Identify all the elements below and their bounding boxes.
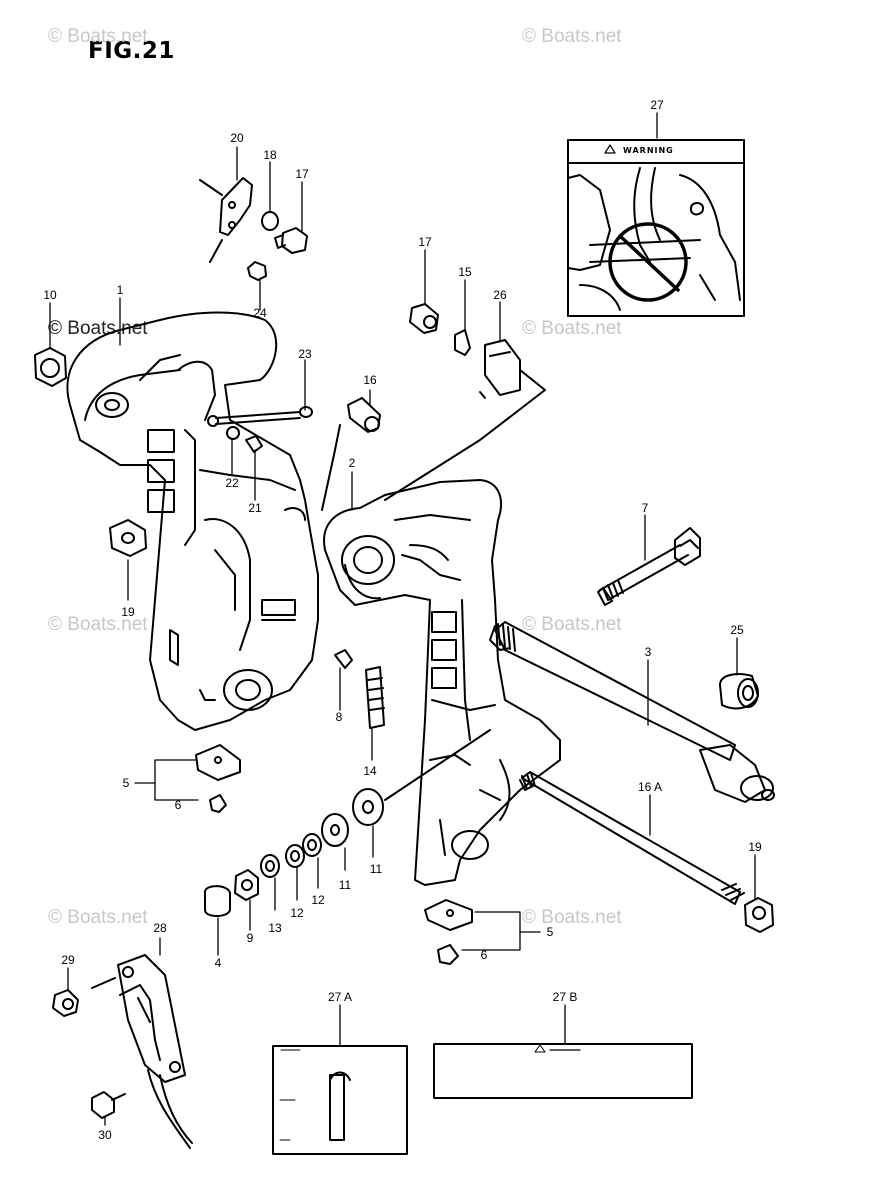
part-label: 1 [116,283,124,297]
part-label: 27 [650,98,664,112]
part-label: 11 [369,862,383,876]
part-label: 18 [263,148,277,162]
decal-27a [272,1045,408,1155]
figure-title: FIG.21 [88,38,175,64]
part-label: 26 [493,288,507,302]
bolt-30 [91,1091,126,1119]
part-label: 15 [458,265,472,279]
watermark: © Boats.net [522,26,622,47]
part-label: 7 [641,501,649,515]
part-label: 6 [174,798,182,812]
leader-lines [49,112,756,1126]
part-label: 20 [230,131,244,145]
watermark: © Boats.net [48,614,148,635]
part-label: 6 [480,948,488,962]
screw-6-right [437,944,459,965]
part-label: 8 [335,710,343,724]
part-label: 5 [546,925,554,939]
part-label: 16 A [637,780,663,794]
watermark: © Boats.net [522,614,622,635]
watermark: © Boats.net [522,907,622,928]
part-label: 5 [122,776,130,790]
part-label: 17 [295,167,309,181]
screw-6-left [209,794,227,813]
part-label: 30 [98,1128,112,1142]
watermark: © Boats.net [48,26,148,47]
part-label: 27 A [327,990,353,1004]
plate-26 [384,339,546,501]
screw-8 [334,649,353,669]
rod-16a [519,771,745,905]
decal-warning-text: WARNING [623,146,674,155]
clip-22 [226,426,240,440]
rod-23 [207,406,313,427]
screw-24 [247,261,267,281]
watermark: © Boats.net [48,318,148,339]
part-label: 27 B [552,990,578,1004]
part-label: 19 [748,840,762,854]
watermark: © Boats.net [522,318,622,339]
part-label: 9 [246,931,254,945]
clip-15 [454,329,471,356]
nut-10 [34,347,67,387]
decal-27b [433,1043,693,1099]
nut-19-left [109,519,147,557]
part-label: 2 [348,456,356,470]
part-label: 29 [61,953,75,967]
part-label: 22 [225,476,239,490]
part-label: 21 [248,501,262,515]
part-label: 14 [363,764,377,778]
bolt-7 [597,527,701,606]
washer-18 [261,211,279,231]
part-label: 13 [268,921,282,935]
plate-20 [199,177,253,263]
plate-5-right [424,899,473,931]
clamp-bracket-left [66,311,319,731]
decal-27 [567,139,745,317]
watermark: © Boats.net [48,907,148,928]
part-label: 19 [121,605,135,619]
washer-stack [204,729,491,917]
clamp-bracket-right [323,479,561,886]
part-label: 12 [290,906,304,920]
bolt-17-top [274,227,308,254]
guide-line [321,424,341,511]
part-label: 16 [363,373,377,387]
part-label: 3 [644,645,652,659]
part-label: 4 [214,956,222,970]
part-label: 23 [298,347,312,361]
tilt-tube [489,621,775,803]
part-label: 10 [43,288,57,302]
trim-sender-28 [91,954,193,1149]
plug-16 [347,397,381,433]
pin-21 [245,435,263,453]
part-label: 24 [253,306,267,320]
part-label: 11 [338,878,352,892]
nut-25 [719,673,759,710]
bolt-29 [52,989,79,1017]
nut-19-right [744,897,774,933]
part-label: 25 [730,623,744,637]
part-label: 12 [311,893,325,907]
part-label: 17 [418,235,432,249]
plate-5-left [195,744,241,781]
bolt-17-middle [409,303,439,334]
part-label: 28 [153,921,167,935]
spring-14 [365,666,385,729]
